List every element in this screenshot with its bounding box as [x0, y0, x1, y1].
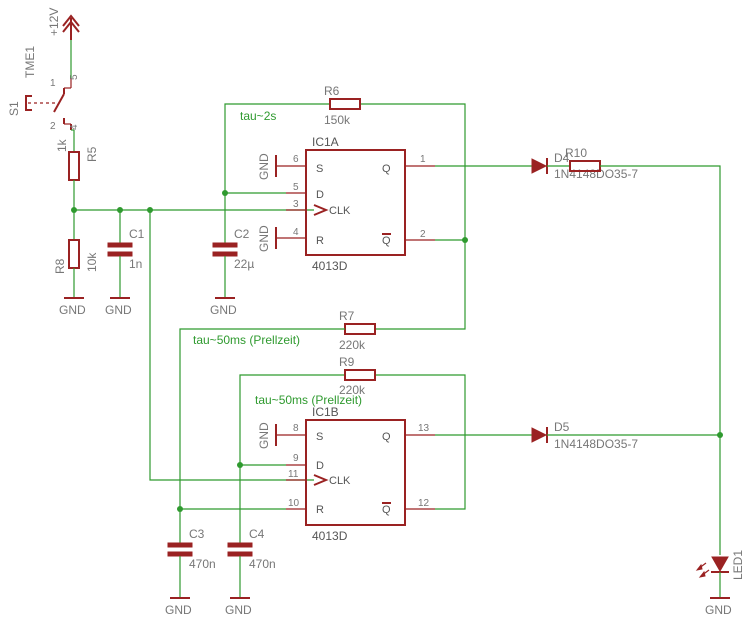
ic1b-pin-r: 10 [288, 498, 300, 509]
c1-value: 1n [129, 257, 142, 271]
gnd-c2: GND [210, 297, 237, 317]
ic1a-r-label: R [316, 235, 324, 247]
ic1b-clk-label: CLK [329, 475, 351, 487]
r8-name: R8 [53, 258, 67, 274]
c3-value: 470n [189, 557, 216, 571]
r8-value: 10k [85, 252, 99, 272]
r6-value: 150k [324, 113, 351, 127]
switch-s1: S1 TME1 1 5 2 4 [7, 46, 80, 132]
ic1b-pin-s: 8 [293, 423, 299, 434]
r9-name: R9 [339, 355, 355, 369]
gnd-label: GND [257, 153, 271, 180]
c4-name: C4 [249, 527, 265, 541]
c1-name: C1 [129, 227, 145, 241]
ic1a-pin-s: 6 [293, 154, 299, 165]
capacitor-c3: C3 470n [167, 527, 216, 571]
ic1a: IC1A 4013D S D CLK R Q Q 6 5 3 4 1 2 [276, 135, 435, 273]
switch-pin-1: 1 [50, 78, 56, 89]
ic1b-pin-q: 13 [418, 423, 430, 434]
ic1a-pin-r: 4 [293, 227, 299, 238]
power-supply: +12V [47, 8, 80, 40]
ic1b-s-label: S [316, 431, 323, 443]
ic1b-d-label: D [316, 460, 324, 472]
gnd-ic1b-s: GND [257, 422, 277, 449]
r9-value: 220k [339, 383, 366, 397]
ic1a-pin-d: 5 [293, 182, 299, 193]
r5-name: R5 [85, 146, 99, 162]
resistor-r5: R5 1k [55, 138, 99, 181]
note-tau-50ms-1: tau~50ms (Prellzeit) [193, 333, 300, 347]
led1: LED1 [695, 550, 745, 580]
ic1b-pin-d: 9 [293, 453, 299, 464]
note-tau-2s: tau~2s [240, 109, 276, 123]
ic1b-r-label: R [316, 504, 324, 516]
ic1a-pin-qn: 2 [420, 229, 426, 240]
resistor-r6: R6 150k [324, 84, 361, 127]
gnd-r8: GND [59, 297, 86, 317]
gnd-c3: GND [165, 597, 192, 617]
gnd-c4: GND [225, 597, 252, 617]
r7-value: 220k [339, 338, 366, 352]
ic1b-pin-qn: 12 [418, 498, 430, 509]
ic1b: IC1B 4013D S D CLK R Q Q 8 9 11 10 13 12 [276, 405, 435, 543]
gnd-label: GND [165, 603, 192, 617]
r7-name: R7 [339, 309, 355, 323]
capacitor-c2: C2 22µ [212, 227, 254, 271]
ic1b-name: IC1B [312, 405, 339, 419]
switch-value: TME1 [23, 46, 37, 78]
ic1a-d-label: D [316, 189, 324, 201]
ic1b-q-label: Q [382, 431, 391, 443]
ic1a-pin-q: 1 [420, 154, 426, 165]
gnd-ic1a-r: GND [257, 225, 277, 252]
note-tau-50ms-2: tau~50ms (Prellzeit) [255, 393, 362, 407]
led1-name: LED1 [731, 550, 745, 580]
ic1a-pin-clk: 3 [293, 199, 299, 210]
gnd-label: GND [257, 225, 271, 252]
resistor-r8: R8 10k [53, 239, 99, 274]
switch-pin-2: 2 [50, 121, 56, 132]
ic1a-type: 4013D [312, 259, 348, 273]
c4-value: 470n [249, 557, 276, 571]
power-label: +12V [47, 8, 61, 36]
ic1b-type: 4013D [312, 529, 348, 543]
d4-name: D4 [554, 151, 570, 165]
c2-name: C2 [234, 227, 250, 241]
resistor-r9: R9 220k [339, 355, 376, 397]
ic1b-qn-label: Q [382, 504, 391, 516]
capacitor-c1: C1 1n [107, 227, 145, 271]
switch-pin-5: 5 [69, 74, 80, 80]
gnd-label: GND [59, 303, 86, 317]
r5-value: 1k [55, 138, 69, 152]
c3-name: C3 [189, 527, 205, 541]
ic1a-s-label: S [316, 163, 323, 175]
capacitor-c4: C4 470n [227, 527, 276, 571]
r10-name: R10 [565, 146, 587, 160]
d5-value: 1N4148DO35-7 [554, 437, 638, 451]
r6-name: R6 [324, 84, 340, 98]
gnd-label: GND [257, 422, 271, 449]
resistor-r7: R7 220k [339, 309, 376, 352]
ic1a-q-label: Q [382, 163, 391, 175]
gnd-label: GND [210, 303, 237, 317]
diode-d5: D5 1N4148DO35-7 [531, 420, 638, 451]
c2-value: 22µ [234, 257, 254, 271]
d4-value: 1N4148DO35-7 [554, 167, 638, 181]
gnd-ic1a-s: GND [257, 153, 277, 180]
ic1a-name: IC1A [312, 135, 339, 149]
d5-name: D5 [554, 420, 570, 434]
gnd-c1: GND [105, 297, 132, 317]
ic1a-clk-label: CLK [329, 205, 351, 217]
ic1a-qn-label: Q [382, 235, 391, 247]
gnd-led: GND [705, 597, 732, 617]
switch-pin-4: 4 [69, 124, 80, 130]
ic1b-pin-clk: 11 [288, 469, 299, 480]
gnd-label: GND [225, 603, 252, 617]
switch-name: S1 [7, 101, 21, 116]
gnd-label: GND [705, 603, 732, 617]
gnd-label: GND [105, 303, 132, 317]
